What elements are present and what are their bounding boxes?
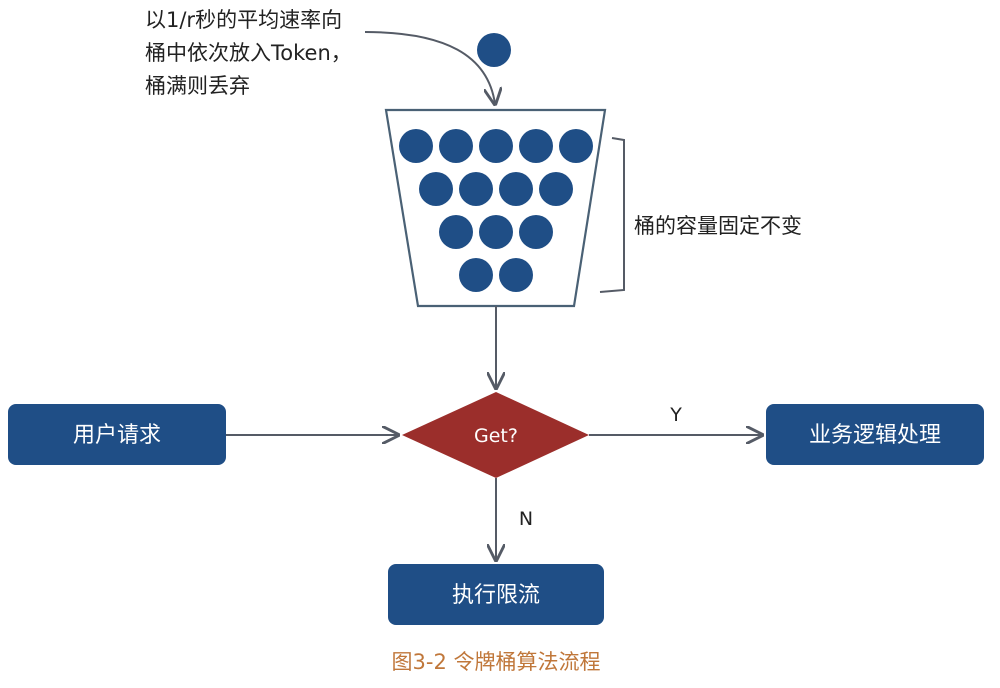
figure-caption: 图3-2 令牌桶算法流程 [392,650,601,674]
bucket-token [519,129,553,163]
bucket-token [499,172,533,206]
bucket-token [559,129,593,163]
bucket-token [479,129,513,163]
decision-diamond: Get? [402,392,589,478]
node-business: 业务逻辑处理 [766,404,984,465]
token-note-line-2: 桶中依次放入Token， [145,41,352,65]
token-note-line-1: 以1/r秒的平均速率向 [145,8,342,32]
bucket-token [439,215,473,249]
bucket-token [459,258,493,292]
no-label: N [519,508,533,530]
yes-label: Y [669,404,682,426]
token-bucket [384,108,607,308]
bucket-token [499,258,533,292]
node-limit-label: 执行限流 [452,583,540,608]
decision-label: Get? [474,425,518,447]
bucket-token [399,129,433,163]
falling-token [477,33,511,67]
capacity-bracket [599,137,625,293]
node-business-label: 业务逻辑处理 [809,423,941,448]
bucket-token [519,215,553,249]
bucket-token [459,172,493,206]
bucket-token [439,129,473,163]
node-limit: 执行限流 [388,564,604,625]
bucket-tokens [399,129,593,292]
token-drop-arrow [364,31,495,104]
bucket-token [479,215,513,249]
node-request: 用户请求 [8,404,226,465]
capacity-label: 桶的容量固定不变 [634,214,802,238]
node-request-label: 用户请求 [73,423,161,448]
bucket-token [539,172,573,206]
bucket-token [419,172,453,206]
token-note-line-3: 桶满则丢弃 [145,74,250,98]
